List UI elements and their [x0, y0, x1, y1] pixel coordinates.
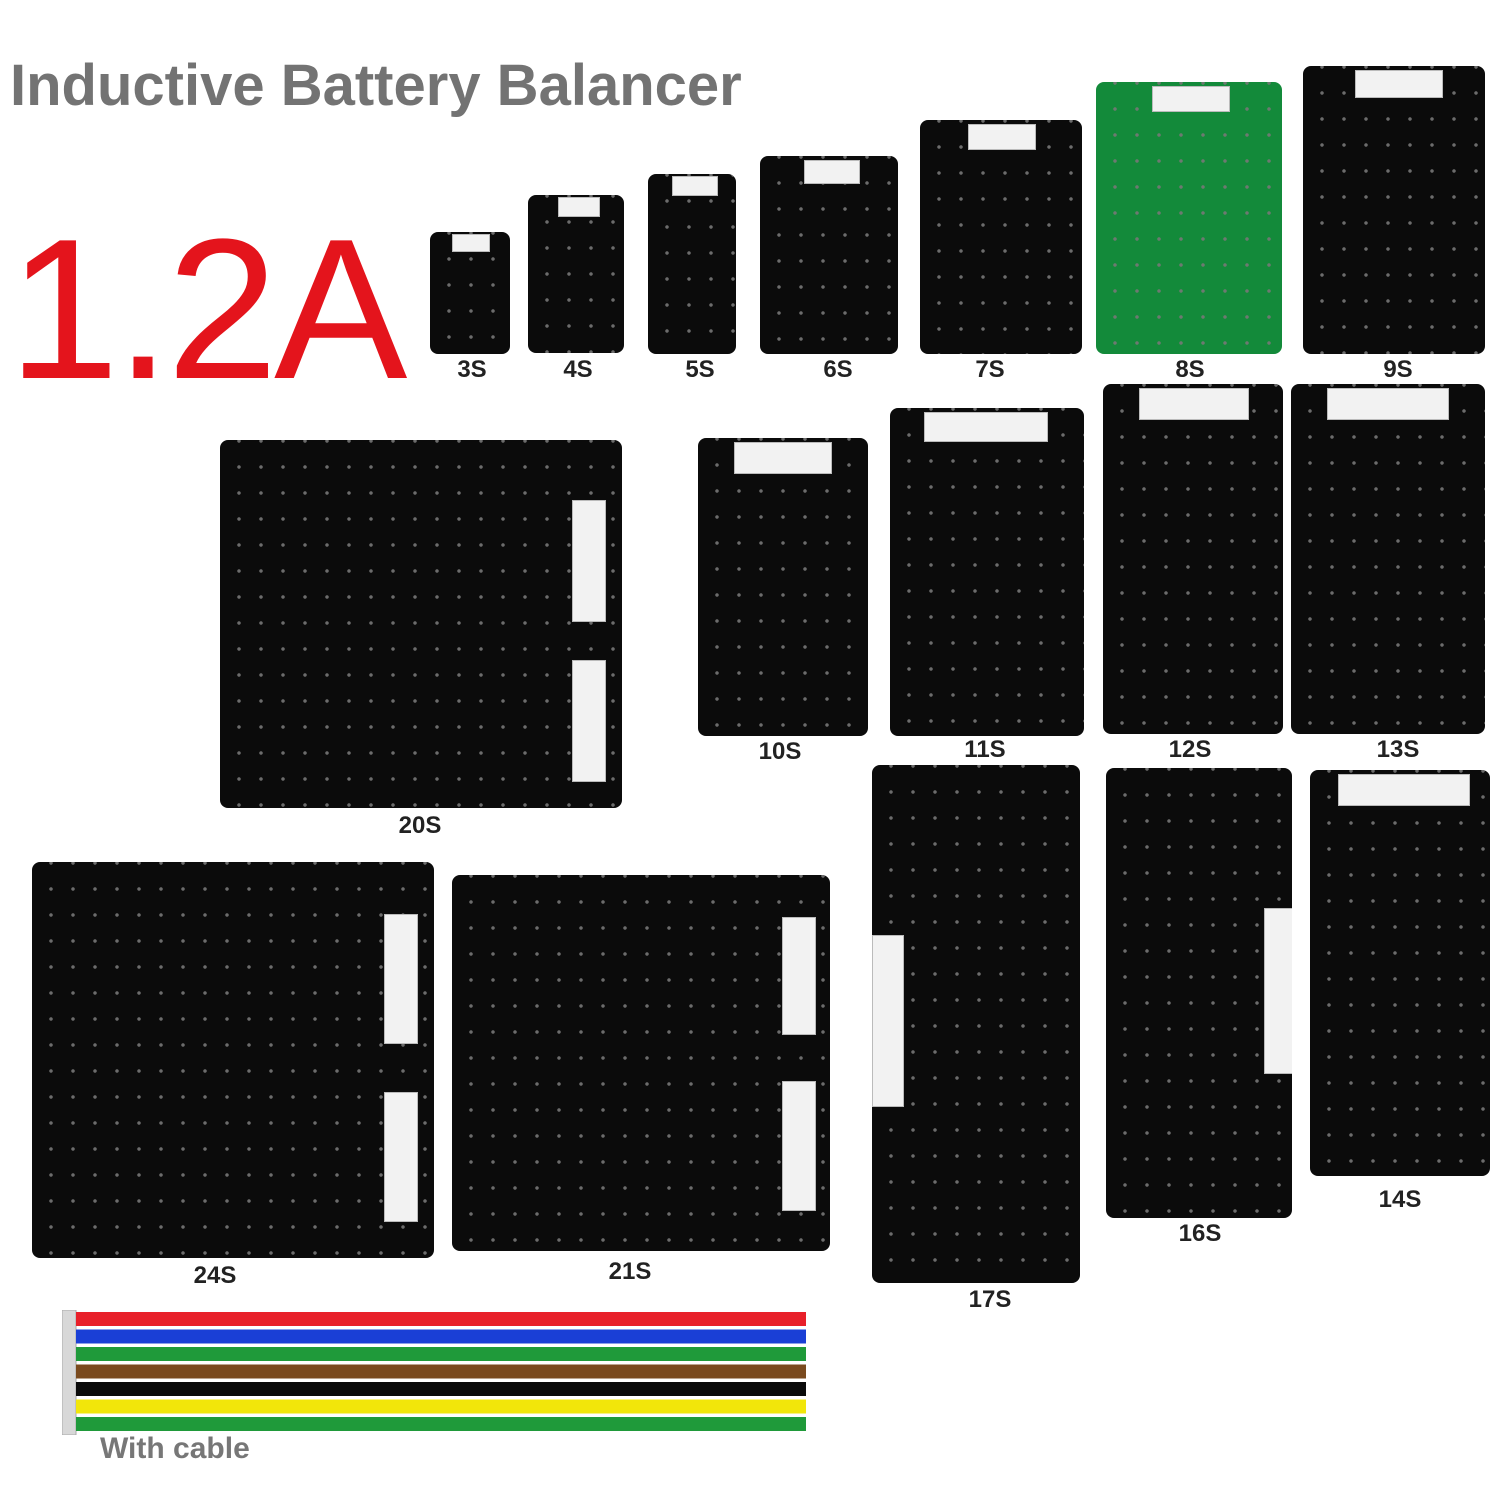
board-24s [32, 862, 434, 1258]
balance-cable-illustration [62, 1310, 806, 1435]
cable-wire [76, 1417, 806, 1431]
board-24s-label: 24S [193, 1262, 237, 1289]
board-10s [698, 438, 868, 736]
board-14s [1310, 770, 1490, 1176]
board-7s-label: 7S [975, 356, 1005, 383]
board-17s [872, 765, 1080, 1283]
cable-wire [76, 1347, 806, 1361]
board-21s [452, 875, 830, 1251]
board-3s-label: 3S [457, 356, 487, 383]
with-cable-label: With cable [100, 1432, 250, 1465]
board-14s-label: 14S [1378, 1186, 1422, 1213]
board-11s-label: 11S [964, 736, 1006, 763]
board-6s-label: 6S [823, 356, 853, 383]
board-4s [528, 195, 624, 353]
board-17s-label: 17S [968, 1286, 1012, 1313]
board-20s [220, 440, 622, 808]
board-8s [1096, 82, 1282, 354]
board-6s [760, 156, 898, 354]
board-13s-label: 13S [1376, 736, 1420, 763]
board-9s [1303, 66, 1485, 354]
board-4s-label: 4S [563, 356, 593, 383]
board-10s-label: 10S [758, 738, 802, 765]
board-5s-label: 5S [685, 356, 715, 383]
board-5s [648, 174, 736, 354]
board-7s [920, 120, 1082, 354]
board-16s [1106, 768, 1292, 1218]
cable-wire [76, 1312, 806, 1326]
product-title: Inductive Battery Balancer [10, 53, 742, 118]
board-12s-label: 12S [1168, 736, 1212, 763]
board-3s [430, 232, 510, 354]
board-9s-label: 9S [1383, 356, 1413, 383]
cable-wire [76, 1399, 806, 1414]
board-21s-label: 21S [608, 1258, 652, 1285]
board-16s-label: 16S [1178, 1220, 1222, 1247]
board-12s [1103, 384, 1283, 734]
current-rating: 1.2A [8, 198, 407, 421]
board-20s-label: 20S [398, 812, 442, 839]
board-11s [890, 408, 1084, 736]
board-13s [1291, 384, 1485, 734]
cable-wire [76, 1329, 806, 1344]
cable-wire [76, 1364, 806, 1379]
board-8s-label: 8S [1175, 356, 1205, 383]
cable-wire [76, 1382, 806, 1396]
